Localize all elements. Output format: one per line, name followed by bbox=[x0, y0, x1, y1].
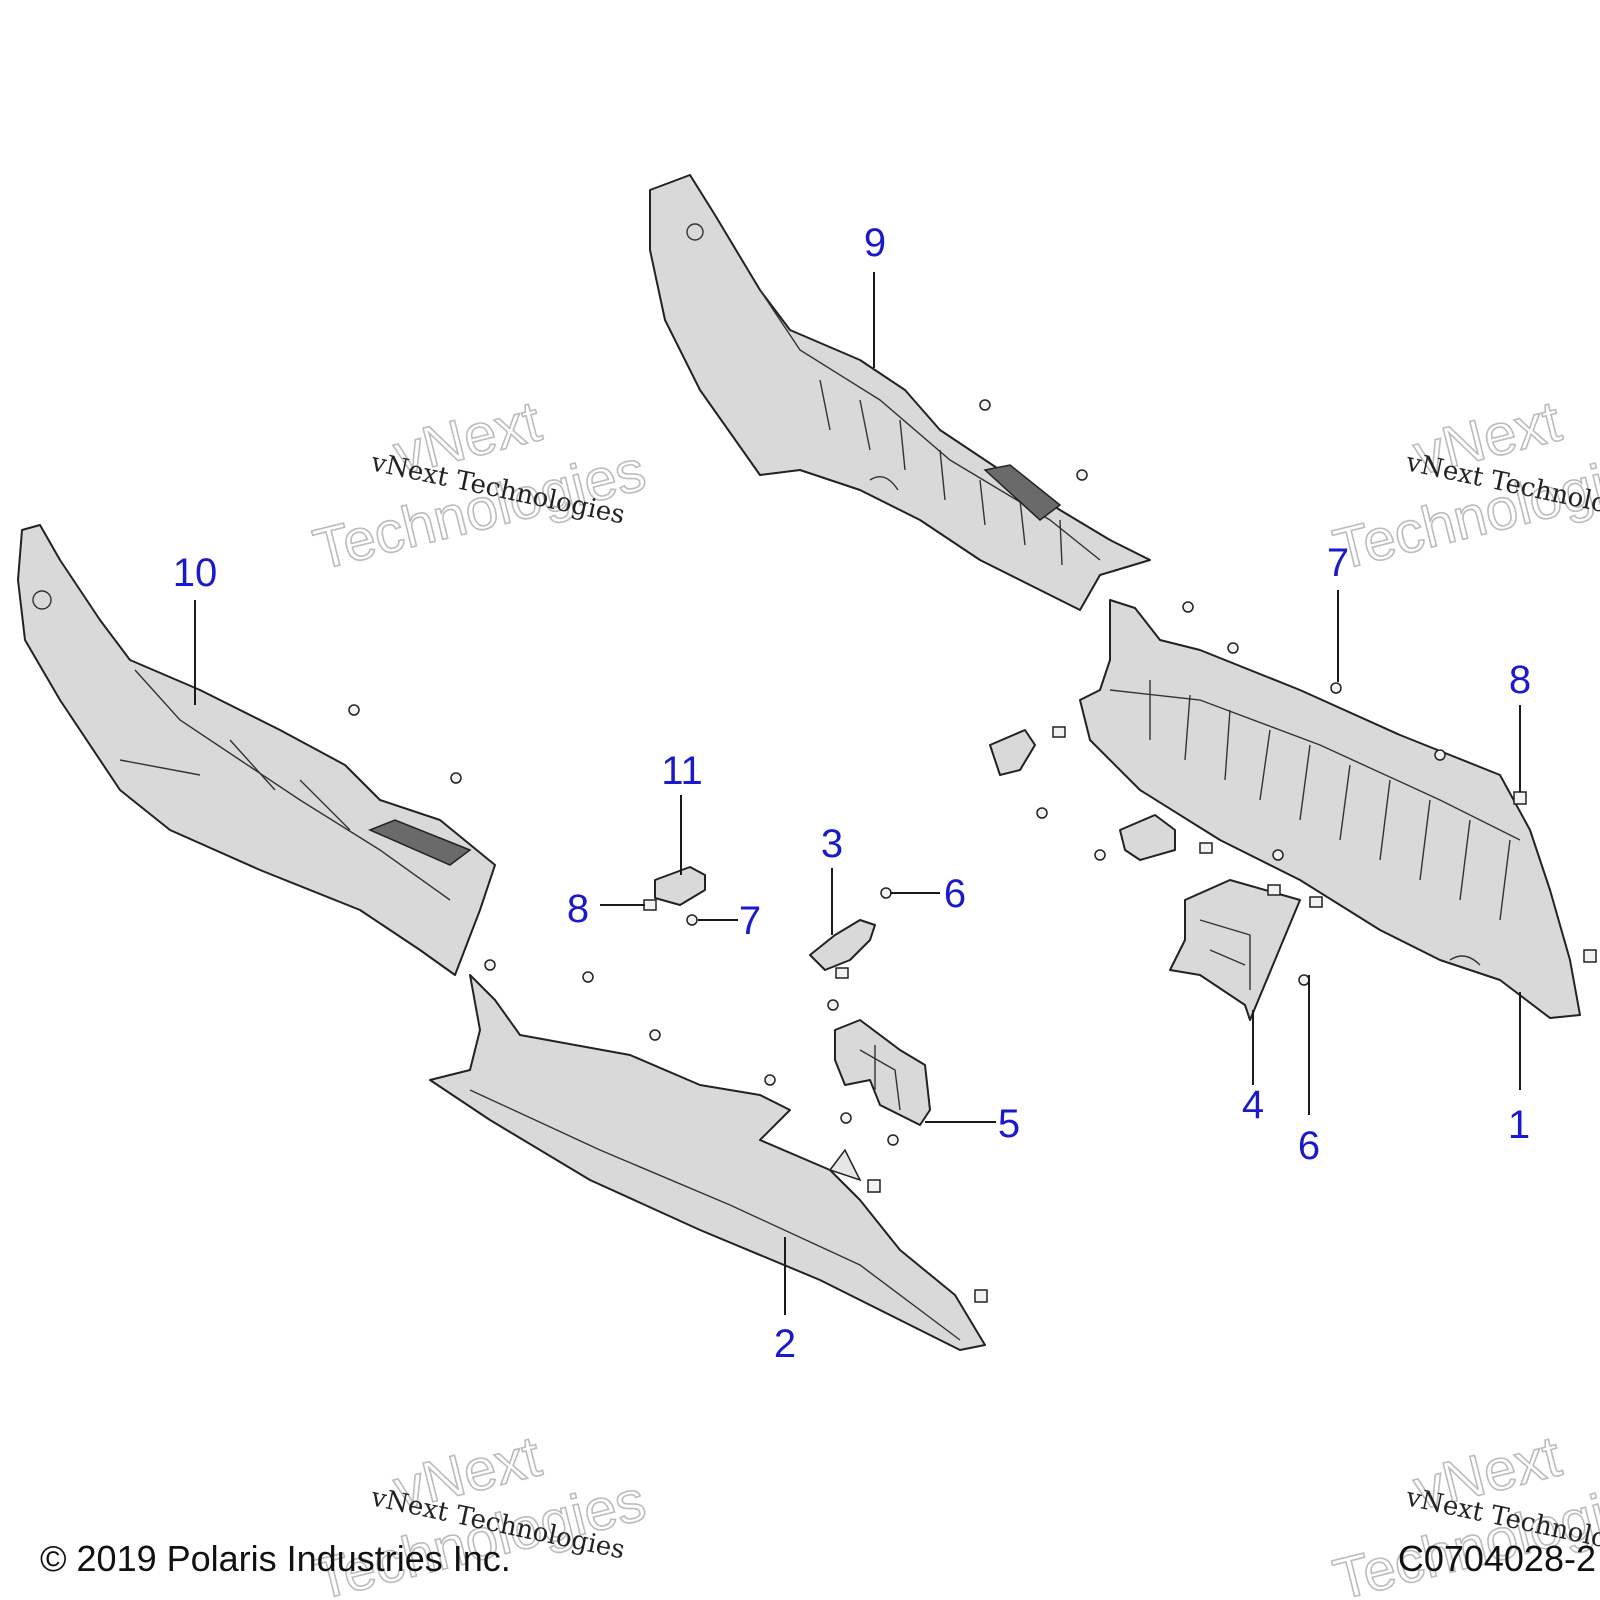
screw-icon bbox=[649, 1029, 661, 1041]
side-bracket-upper bbox=[989, 729, 1036, 776]
part-10-left-panel bbox=[17, 524, 496, 976]
screw-icon bbox=[450, 772, 462, 784]
clip-nut-icon bbox=[1199, 842, 1213, 854]
screw-icon bbox=[1227, 642, 1239, 654]
part-1-right-panel bbox=[1079, 599, 1581, 1019]
callout-4: 4 bbox=[1242, 1083, 1264, 1127]
callout-8-left: 8 bbox=[567, 887, 589, 931]
screw-icon bbox=[880, 887, 892, 899]
screw-icon bbox=[1036, 807, 1048, 819]
screw-icon bbox=[1272, 849, 1284, 861]
callouts: 9 10 7 8 11 3 8 7 6 5 4 6 1 2 bbox=[173, 221, 1531, 1366]
fasteners bbox=[348, 399, 1597, 1303]
screw-icon bbox=[1182, 601, 1194, 613]
watermark-top-right: vNext Technologies vNext Technologies bbox=[1327, 388, 1600, 584]
callout-7-left: 7 bbox=[739, 899, 761, 943]
clip-nut-icon bbox=[1309, 896, 1323, 908]
clip-nut-icon bbox=[1052, 726, 1066, 738]
callout-8: 8 bbox=[1509, 658, 1531, 702]
screw-icon bbox=[887, 1134, 899, 1146]
screw-icon bbox=[484, 959, 496, 971]
clip-nut-icon bbox=[835, 967, 849, 979]
figure-id: C0704028-2 bbox=[1397, 1538, 1596, 1579]
side-bracket-lower bbox=[1119, 814, 1176, 861]
screw-icon bbox=[348, 704, 360, 716]
callout-6: 6 bbox=[944, 872, 966, 916]
screw-icon bbox=[840, 1112, 852, 1124]
callout-6-right: 6 bbox=[1298, 1124, 1320, 1168]
screw-icon bbox=[979, 399, 991, 411]
part-2-lower-panel bbox=[429, 974, 986, 1351]
callout-2: 2 bbox=[774, 1322, 796, 1366]
screw-icon bbox=[582, 971, 594, 983]
clip-nut-icon bbox=[974, 1289, 988, 1303]
callout-5: 5 bbox=[998, 1102, 1020, 1146]
callout-3: 3 bbox=[821, 822, 843, 866]
screw-icon bbox=[1094, 849, 1106, 861]
screw-icon bbox=[1076, 469, 1088, 481]
callout-11: 11 bbox=[661, 749, 703, 793]
clip-nut-icon bbox=[1267, 884, 1281, 896]
callout-10: 10 bbox=[173, 551, 218, 595]
callout-9: 9 bbox=[864, 221, 886, 265]
copyright-notice: © 2019 Polaris Industries Inc. bbox=[40, 1538, 511, 1579]
clip-nut-icon bbox=[643, 899, 657, 911]
part-3-bracket bbox=[809, 919, 876, 971]
screw-icon bbox=[686, 914, 698, 926]
callout-7: 7 bbox=[1327, 541, 1349, 585]
part-9-upper-panel bbox=[649, 174, 1151, 611]
part-11-bracket bbox=[654, 866, 706, 906]
watermark-top-left: vNext Technologies vNext Technologies bbox=[307, 388, 653, 584]
screw-icon bbox=[827, 999, 839, 1011]
part-4-bracket bbox=[1169, 879, 1301, 1021]
leader-lines bbox=[194, 272, 1521, 1315]
screw-icon bbox=[1298, 974, 1310, 986]
clip-nut-icon bbox=[1583, 949, 1597, 963]
screw-icon bbox=[1434, 749, 1446, 761]
clip-nut-icon bbox=[1513, 791, 1527, 805]
callout-1: 1 bbox=[1508, 1103, 1530, 1147]
screw-icon bbox=[764, 1074, 776, 1086]
part-5-bracket bbox=[834, 1019, 931, 1126]
screw-icon bbox=[1330, 682, 1342, 694]
clip-nut-icon bbox=[867, 1179, 881, 1193]
